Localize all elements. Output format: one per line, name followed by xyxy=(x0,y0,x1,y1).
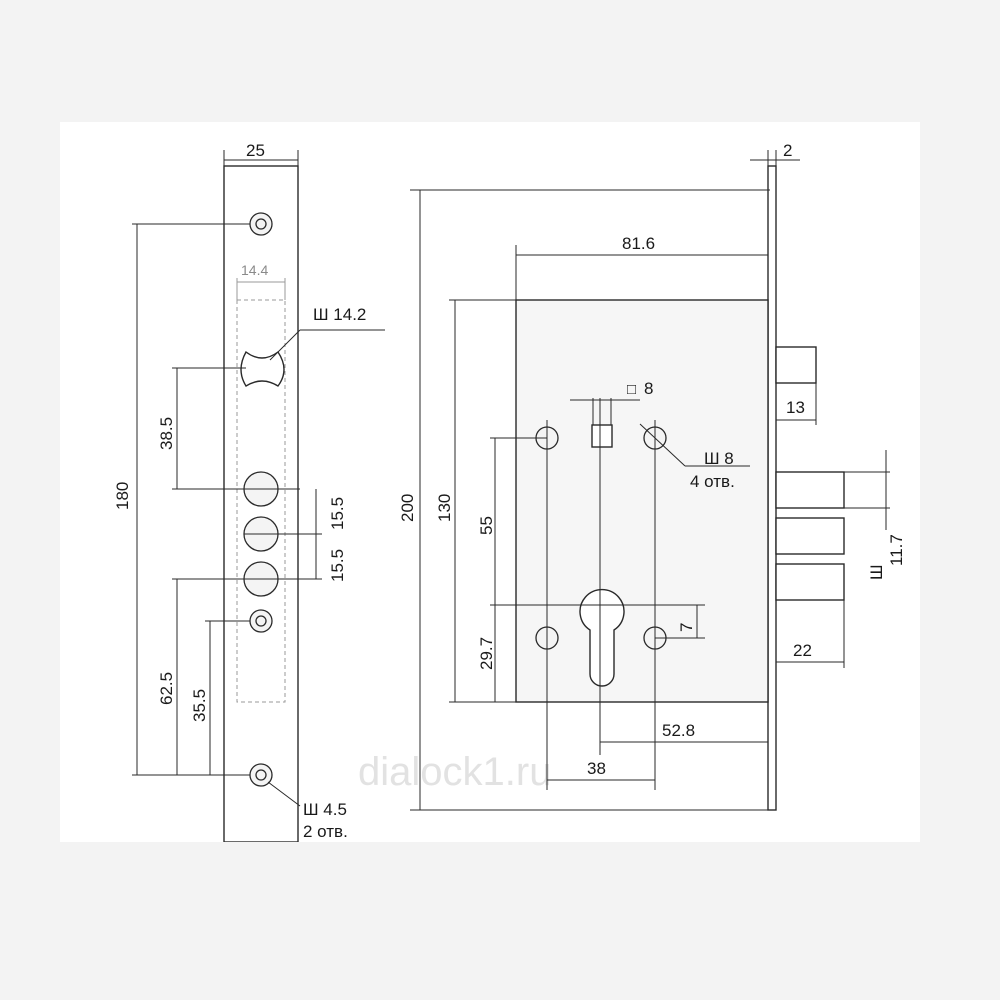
dim-backset: 52.8 xyxy=(662,721,695,740)
dim-35-5: 35.5 xyxy=(190,689,209,722)
spindle-square xyxy=(591,424,613,448)
latch-bolt xyxy=(775,346,817,384)
faceplate-dashed-recess xyxy=(236,299,286,703)
dim-bolt-width-symbol: Ш xyxy=(867,564,886,580)
cam-cutout xyxy=(240,350,285,387)
dim-hole-spacing: 38 xyxy=(587,759,606,778)
dim-screw-hole-count: 2 отв. xyxy=(303,822,348,841)
dim-spindle-square: 8 xyxy=(644,379,653,398)
screw-hole-bottom-inner xyxy=(255,769,267,781)
dead-bolt-2 xyxy=(775,517,845,555)
dim-body-height: 130 xyxy=(435,494,454,522)
spindle-square-symbol: □ xyxy=(627,381,636,398)
front-plate xyxy=(767,165,777,811)
dim-faceplate-width: 25 xyxy=(246,141,265,160)
dim-cyl-offset: 7 xyxy=(677,623,696,632)
dim-bolt-projection: 22 xyxy=(793,641,812,660)
dim-cam-distance: 38.5 xyxy=(157,417,176,450)
dim-mount-hole-diameter: Ш 8 xyxy=(704,449,734,468)
dim-faceplate-height: 180 xyxy=(113,482,132,510)
dim-bolt-pitch-2: 15.5 xyxy=(328,549,347,582)
dim-inner-width: 14.4 xyxy=(241,262,268,278)
drawing-sheet: dialock1.ru 25 14.4 Ш 14.2 xyxy=(60,122,920,842)
dim-plate-thickness: 2 xyxy=(783,141,792,160)
dim-body-width: 81.6 xyxy=(622,234,655,253)
latch-hole-inner xyxy=(255,615,267,627)
dim-latch-projection: 13 xyxy=(786,398,805,417)
technical-drawing: dialock1.ru 25 14.4 Ш 14.2 xyxy=(113,141,906,842)
dim-mount-hole-count: 4 отв. xyxy=(690,472,735,491)
faceplate-view: 25 14.4 Ш 14.2 180 38.5 15.5 15.5 62.5 xyxy=(113,141,385,842)
dim-case-height: 200 xyxy=(398,494,417,522)
dead-bolt-3 xyxy=(775,563,845,601)
dim-55: 55 xyxy=(477,516,496,535)
dead-bolt-1 xyxy=(775,471,845,509)
watermark-text: dialock1.ru xyxy=(358,750,551,794)
dim-screw-hole-diameter: Ш 4.5 xyxy=(303,800,347,819)
dim-62-5: 62.5 xyxy=(157,672,176,705)
dim-bolt-width: 11.7 xyxy=(887,534,906,566)
dim-29-7: 29.7 xyxy=(477,637,496,670)
screw-hole-top-inner xyxy=(255,218,267,230)
dim-cam-diameter: Ш 14.2 xyxy=(313,305,366,324)
lock-case-view: 2 200 130 81.6 □ 8 Ш 8 4 отв. 13 55 xyxy=(398,141,906,811)
dim-bolt-pitch-1: 15.5 xyxy=(328,497,347,530)
